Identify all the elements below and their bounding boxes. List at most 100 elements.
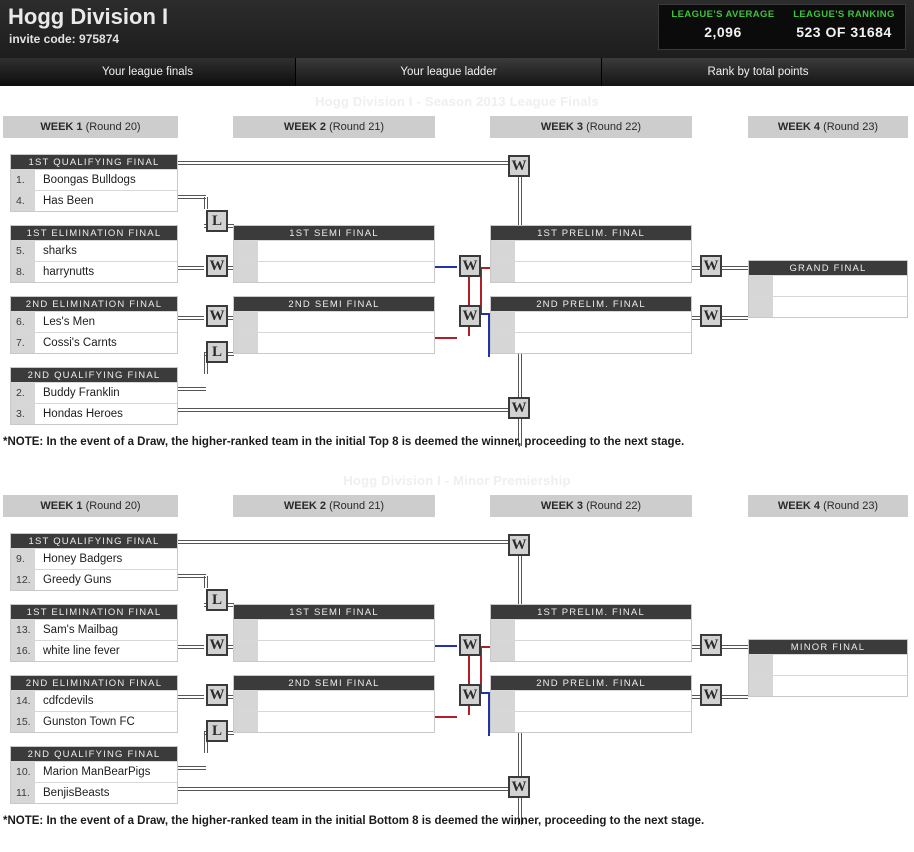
table-row: 14.cdfcdevils [11, 690, 177, 711]
connector-pf2-out [692, 316, 702, 320]
connector-semi2-red-h2 [480, 646, 490, 648]
match-week2-1-title: 1ST SEMI FINAL [234, 226, 434, 240]
week-round: (Round 23) [823, 500, 879, 512]
badge-ef1-winner[interactable]: W [206, 634, 228, 656]
week-number: WEEK 3 [540, 500, 584, 512]
match-week1-2-title: 1ST ELIMINATION FINAL [11, 226, 177, 240]
badge-qf1-loser[interactable]: L [206, 589, 228, 611]
table-row [749, 296, 907, 317]
tab-your-league-finals[interactable]: Your league finals [0, 58, 296, 86]
week-number: WEEK 1 [40, 121, 83, 133]
team-rank: 3. [11, 404, 35, 424]
badge-qf2-winner[interactable]: W [508, 776, 530, 798]
week-number: WEEK 3 [540, 121, 584, 133]
badge-semi2-winner[interactable]: W [459, 684, 481, 706]
team-name: Marion ManBearPigs [35, 762, 177, 782]
team-name [773, 276, 907, 296]
table-row [491, 690, 691, 711]
team-name [258, 312, 434, 332]
team-name: BenjisBeasts [35, 783, 177, 803]
table-row: 2.Buddy Franklin [11, 382, 177, 403]
league-stats-panel: LEAGUE'S AVERAGE 2,096 LEAGUE'S RANKING … [658, 4, 906, 50]
table-row: 3.Hondas Heroes [11, 403, 177, 424]
badge-qf2-loser[interactable]: L [206, 720, 228, 742]
connector-semi2-red [435, 337, 457, 339]
team-rank: 2. [11, 383, 35, 403]
tab-rank-by-total-points[interactable]: Rank by total points [602, 58, 914, 86]
team-rank [491, 333, 515, 353]
connector-semi2-red-v2 [480, 646, 482, 692]
team-rank: 16. [11, 641, 35, 661]
team-name [773, 297, 907, 317]
badge-qf1-winner[interactable]: W [508, 534, 530, 556]
team-name: cdfcdevils [35, 691, 177, 711]
badge-qf1-winner[interactable]: W [508, 155, 530, 177]
badge-qf1-loser[interactable]: L [206, 210, 228, 232]
team-rank: 13. [11, 620, 35, 640]
connector-qf2-winner [178, 787, 522, 791]
stat-league-average-value: 2,096 [704, 24, 742, 40]
tab-your-league-ladder[interactable]: Your league ladder [296, 58, 602, 86]
table-row: 12.Greedy Guns [11, 569, 177, 590]
connector-pf2-to-gf [722, 695, 748, 699]
week-header-4: WEEK 4(Round 23) [748, 116, 908, 138]
match-week3-2-title: 2ND PRELIM. FINAL [491, 297, 691, 311]
badge-semi1-winner[interactable]: W [459, 634, 481, 656]
week-header-3: WEEK 3(Round 22) [490, 495, 692, 517]
match-week1-3-title: 2ND ELIMINATION FINAL [11, 297, 177, 311]
table-row [749, 275, 907, 296]
match-week3-2: 2ND PRELIM. FINAL [490, 296, 692, 354]
connector-pf2-to-gf [722, 316, 748, 320]
connector-ef2-to-semi [226, 316, 234, 320]
stat-league-average: LEAGUE'S AVERAGE 2,096 [661, 9, 785, 40]
badge-ef2-winner[interactable]: W [206, 305, 228, 327]
table-row: 5.sharks [11, 240, 177, 261]
table-row [234, 240, 434, 261]
week-round: (Round 20) [85, 121, 141, 133]
stat-league-ranking-label: LEAGUE'S RANKING [793, 9, 895, 20]
team-rank: 4. [11, 191, 35, 211]
team-rank: 12. [11, 570, 35, 590]
table-row: 13.Sam's Mailbag [11, 619, 177, 640]
badge-prelim1-winner[interactable]: W [700, 255, 722, 277]
connector-qf1-loser [178, 195, 206, 199]
team-name [258, 691, 434, 711]
badge-qf2-loser[interactable]: L [206, 341, 228, 363]
team-name: Buddy Franklin [35, 383, 177, 403]
table-row [491, 332, 691, 353]
badge-qf2-winner[interactable]: W [508, 397, 530, 419]
badge-prelim2-winner[interactable]: W [700, 305, 722, 327]
match-week4-1-title: MINOR FINAL [749, 640, 907, 654]
connector-ef2-winner [178, 695, 204, 699]
team-rank: 15. [11, 712, 35, 732]
badge-prelim1-winner[interactable]: W [700, 634, 722, 656]
table-row [749, 675, 907, 696]
team-rank: 11. [11, 783, 35, 803]
table-row: 10.Marion ManBearPigs [11, 761, 177, 782]
badge-prelim2-winner[interactable]: W [700, 684, 722, 706]
team-rank [234, 241, 258, 261]
match-week2-1: 1ST SEMI FINAL [233, 604, 435, 662]
team-name [258, 333, 434, 353]
badge-semi1-winner[interactable]: W [459, 255, 481, 277]
page-header: Hogg Division I invite code: 975874 LEAG… [0, 0, 914, 58]
team-name: sharks [35, 241, 177, 261]
badge-ef1-winner[interactable]: W [206, 255, 228, 277]
match-week2-2: 2ND SEMI FINAL [233, 675, 435, 733]
badge-ef2-winner[interactable]: W [206, 684, 228, 706]
team-name [258, 241, 434, 261]
match-week2-2: 2ND SEMI FINAL [233, 296, 435, 354]
team-rank [234, 712, 258, 732]
match-week3-2-title: 2ND PRELIM. FINAL [491, 676, 691, 690]
badge-semi2-winner[interactable]: W [459, 305, 481, 327]
table-row: 8.harrynutts [11, 261, 177, 282]
table-row [234, 332, 434, 353]
connector-qf1-down [518, 163, 522, 277]
connector-qf1-loser-v [204, 576, 208, 588]
draw-rule-note: *NOTE: In the event of a Draw, the highe… [3, 815, 705, 827]
stat-league-ranking: LEAGUE'S RANKING 523 OF 31684 [783, 9, 905, 40]
